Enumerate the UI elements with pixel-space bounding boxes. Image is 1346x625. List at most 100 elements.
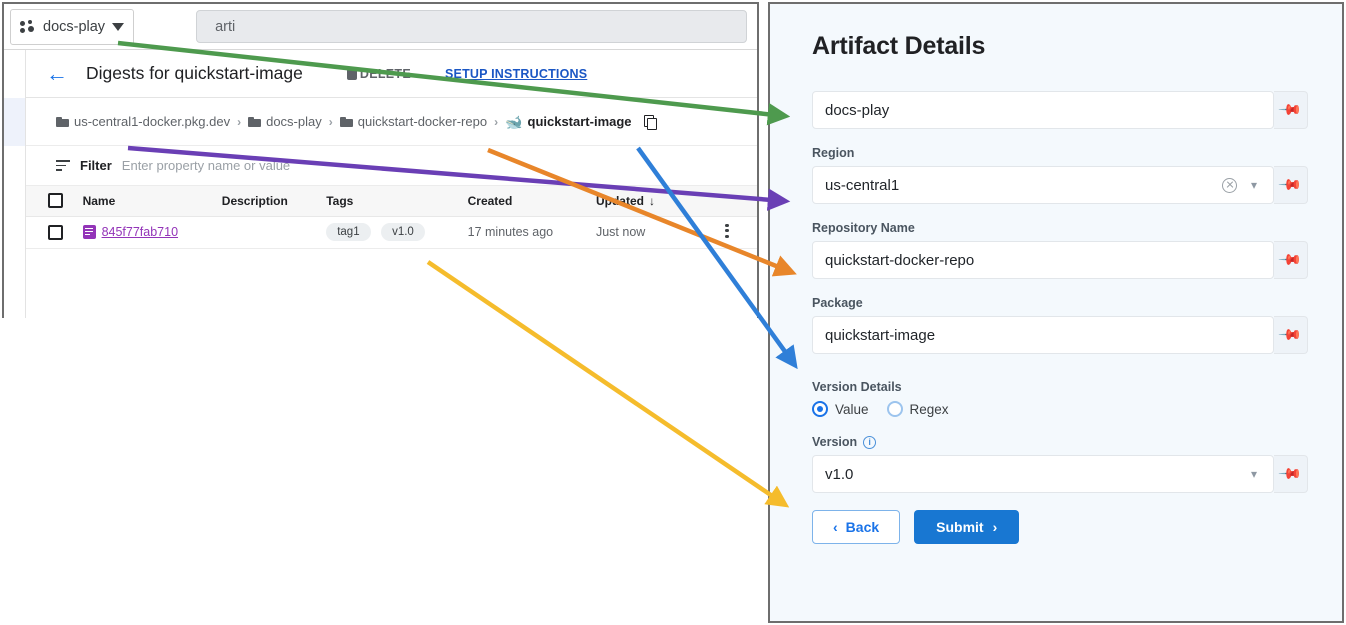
pin-package-button[interactable]: 📌 [1274, 316, 1308, 354]
radio-regex-label: Regex [909, 401, 949, 417]
breadcrumb-label: quickstart-docker-repo [357, 114, 488, 129]
row-actions-cell[interactable] [713, 216, 757, 249]
project-selector[interactable]: docs-play [10, 8, 135, 45]
region-field[interactable]: us-central1 ▾ [812, 166, 1274, 204]
console-main-content: ← Digests for quickstart-image DELETE SE… [26, 50, 757, 318]
repository-name-field-value: quickstart-docker-repo [825, 251, 975, 269]
row-updated-cell: Just now [595, 216, 714, 249]
more-options-icon[interactable] [725, 223, 729, 239]
panel-title: Artifact Details [812, 32, 986, 60]
submit-button[interactable]: Submit › [914, 510, 1020, 544]
back-arrow-icon[interactable]: ← [46, 60, 68, 86]
column-header-actions [713, 186, 757, 217]
package-field-group: Package quickstart-image 📌 [812, 296, 1308, 354]
column-header-updated-label: Updated [595, 193, 644, 208]
docker-whale-icon: 🐋 [505, 113, 523, 130]
row-description-cell [221, 216, 327, 249]
console-search-input[interactable]: arti [196, 10, 747, 43]
column-header-tags[interactable]: Tags [326, 186, 468, 217]
project-field[interactable]: docs-play [812, 91, 1274, 129]
submit-button-label: Submit [936, 519, 984, 535]
package-field[interactable]: quickstart-image [812, 316, 1274, 354]
artifact-details-panel: Artifact Details docs-play 📌 Region [768, 2, 1344, 623]
version-field[interactable]: v1.0 ▾ [812, 455, 1274, 493]
breadcrumb-separator-icon: › [237, 114, 242, 129]
row-select-cell[interactable] [26, 216, 83, 249]
version-field-group: Version i v1.0 ▾ 📌 [812, 435, 1308, 493]
console-side-rail [4, 50, 26, 318]
breadcrumb-item-registry[interactable]: us-central1-docker.pkg.dev [56, 114, 230, 129]
google-cloud-console-panel: docs-play arti ← Digests for quickstart-… [2, 2, 759, 318]
repository-name-field[interactable]: quickstart-docker-repo [812, 241, 1274, 279]
project-selector-label: docs-play [43, 18, 106, 35]
digest-icon [82, 225, 96, 239]
radio-unselected-icon [886, 401, 903, 417]
pin-icon: 📌 [1277, 247, 1303, 273]
repository-name-label: Repository Name [812, 221, 915, 235]
select-all-checkbox[interactable] [48, 193, 63, 209]
version-details-label: Version Details [812, 380, 902, 394]
console-search-value: arti [215, 18, 236, 35]
column-header-description[interactable]: Description [221, 186, 327, 217]
region-field-value: us-central1 [825, 176, 900, 194]
back-button-label: Back [845, 519, 880, 535]
pin-icon: 📌 [1277, 461, 1303, 487]
copy-icon[interactable] [643, 115, 657, 130]
column-header-name[interactable]: Name [82, 186, 222, 217]
select-all-header[interactable] [26, 186, 83, 217]
repository-name-field-group: Repository Name quickstart-docker-repo 📌 [812, 221, 1308, 279]
form-actions: ‹ Back Submit › [812, 510, 1308, 544]
version-field-value: v1.0 [825, 465, 854, 483]
table-row[interactable]: 845f77fab710 tag1 v1.0 17 minutes ago Ju… [26, 216, 757, 249]
pin-project-button[interactable]: 📌 [1274, 91, 1308, 129]
column-header-updated[interactable]: Updated↓ [595, 186, 714, 217]
radio-regex[interactable]: Regex [886, 401, 949, 417]
chevron-left-icon: ‹ [833, 519, 838, 535]
radio-value[interactable]: Value [812, 401, 869, 417]
chevron-down-icon[interactable]: ▾ [1250, 178, 1257, 192]
breadcrumb-item-project[interactable]: docs-play [248, 114, 322, 129]
delete-button-label: DELETE [359, 66, 412, 81]
setup-instructions-link[interactable]: SETUP INSTRUCTIONS [445, 66, 588, 81]
clear-icon[interactable] [1221, 177, 1237, 193]
pin-icon: 📌 [1277, 97, 1303, 123]
chevron-down-icon[interactable]: ▾ [1250, 467, 1257, 481]
folder-icon [248, 116, 262, 127]
rail-highlight [4, 98, 25, 146]
version-label: Version [812, 435, 858, 449]
breadcrumb-item-image[interactable]: 🐋 quickstart-image [505, 114, 631, 129]
filter-input[interactable]: Enter property name or value [121, 158, 291, 173]
row-checkbox[interactable] [48, 224, 63, 240]
breadcrumb-separator-icon: › [328, 114, 333, 129]
chevron-down-icon [112, 22, 125, 31]
filter-bar[interactable]: Filter Enter property name or value [26, 146, 757, 186]
folder-icon [339, 116, 353, 127]
breadcrumb-item-repo[interactable]: quickstart-docker-repo [339, 114, 488, 129]
project-field-value: docs-play [825, 101, 890, 119]
filter-icon [56, 160, 70, 171]
row-name-cell: 845f77fab710 [82, 216, 222, 249]
chevron-right-icon: › [992, 519, 998, 535]
region-label: Region [812, 146, 855, 160]
row-tags-cell: tag1 v1.0 [326, 216, 468, 249]
row-created-cell: 17 minutes ago [467, 216, 596, 249]
info-icon[interactable]: i [863, 435, 877, 449]
breadcrumb-separator-icon: › [494, 114, 499, 129]
pin-version-button[interactable]: 📌 [1274, 455, 1308, 493]
project-field-group: docs-play 📌 [812, 91, 1308, 129]
pin-region-button[interactable]: 📌 [1274, 166, 1308, 204]
delete-button[interactable]: DELETE [346, 66, 412, 81]
digest-link[interactable]: 845f77fab710 [101, 225, 179, 239]
digests-table: Name Description Tags Created Updated↓ [26, 186, 757, 249]
package-field-value: quickstart-image [825, 326, 936, 344]
pin-repository-button[interactable]: 📌 [1274, 241, 1308, 279]
tag-badge: v1.0 [381, 223, 425, 241]
radio-selected-icon [812, 401, 828, 417]
radio-value-label: Value [835, 401, 869, 417]
project-dots-icon [20, 19, 36, 34]
page-title: Digests for quickstart-image [86, 63, 303, 83]
page-header: ← Digests for quickstart-image DELETE SE… [26, 50, 757, 98]
column-header-created[interactable]: Created [467, 186, 596, 217]
back-button[interactable]: ‹ Back [812, 510, 901, 544]
